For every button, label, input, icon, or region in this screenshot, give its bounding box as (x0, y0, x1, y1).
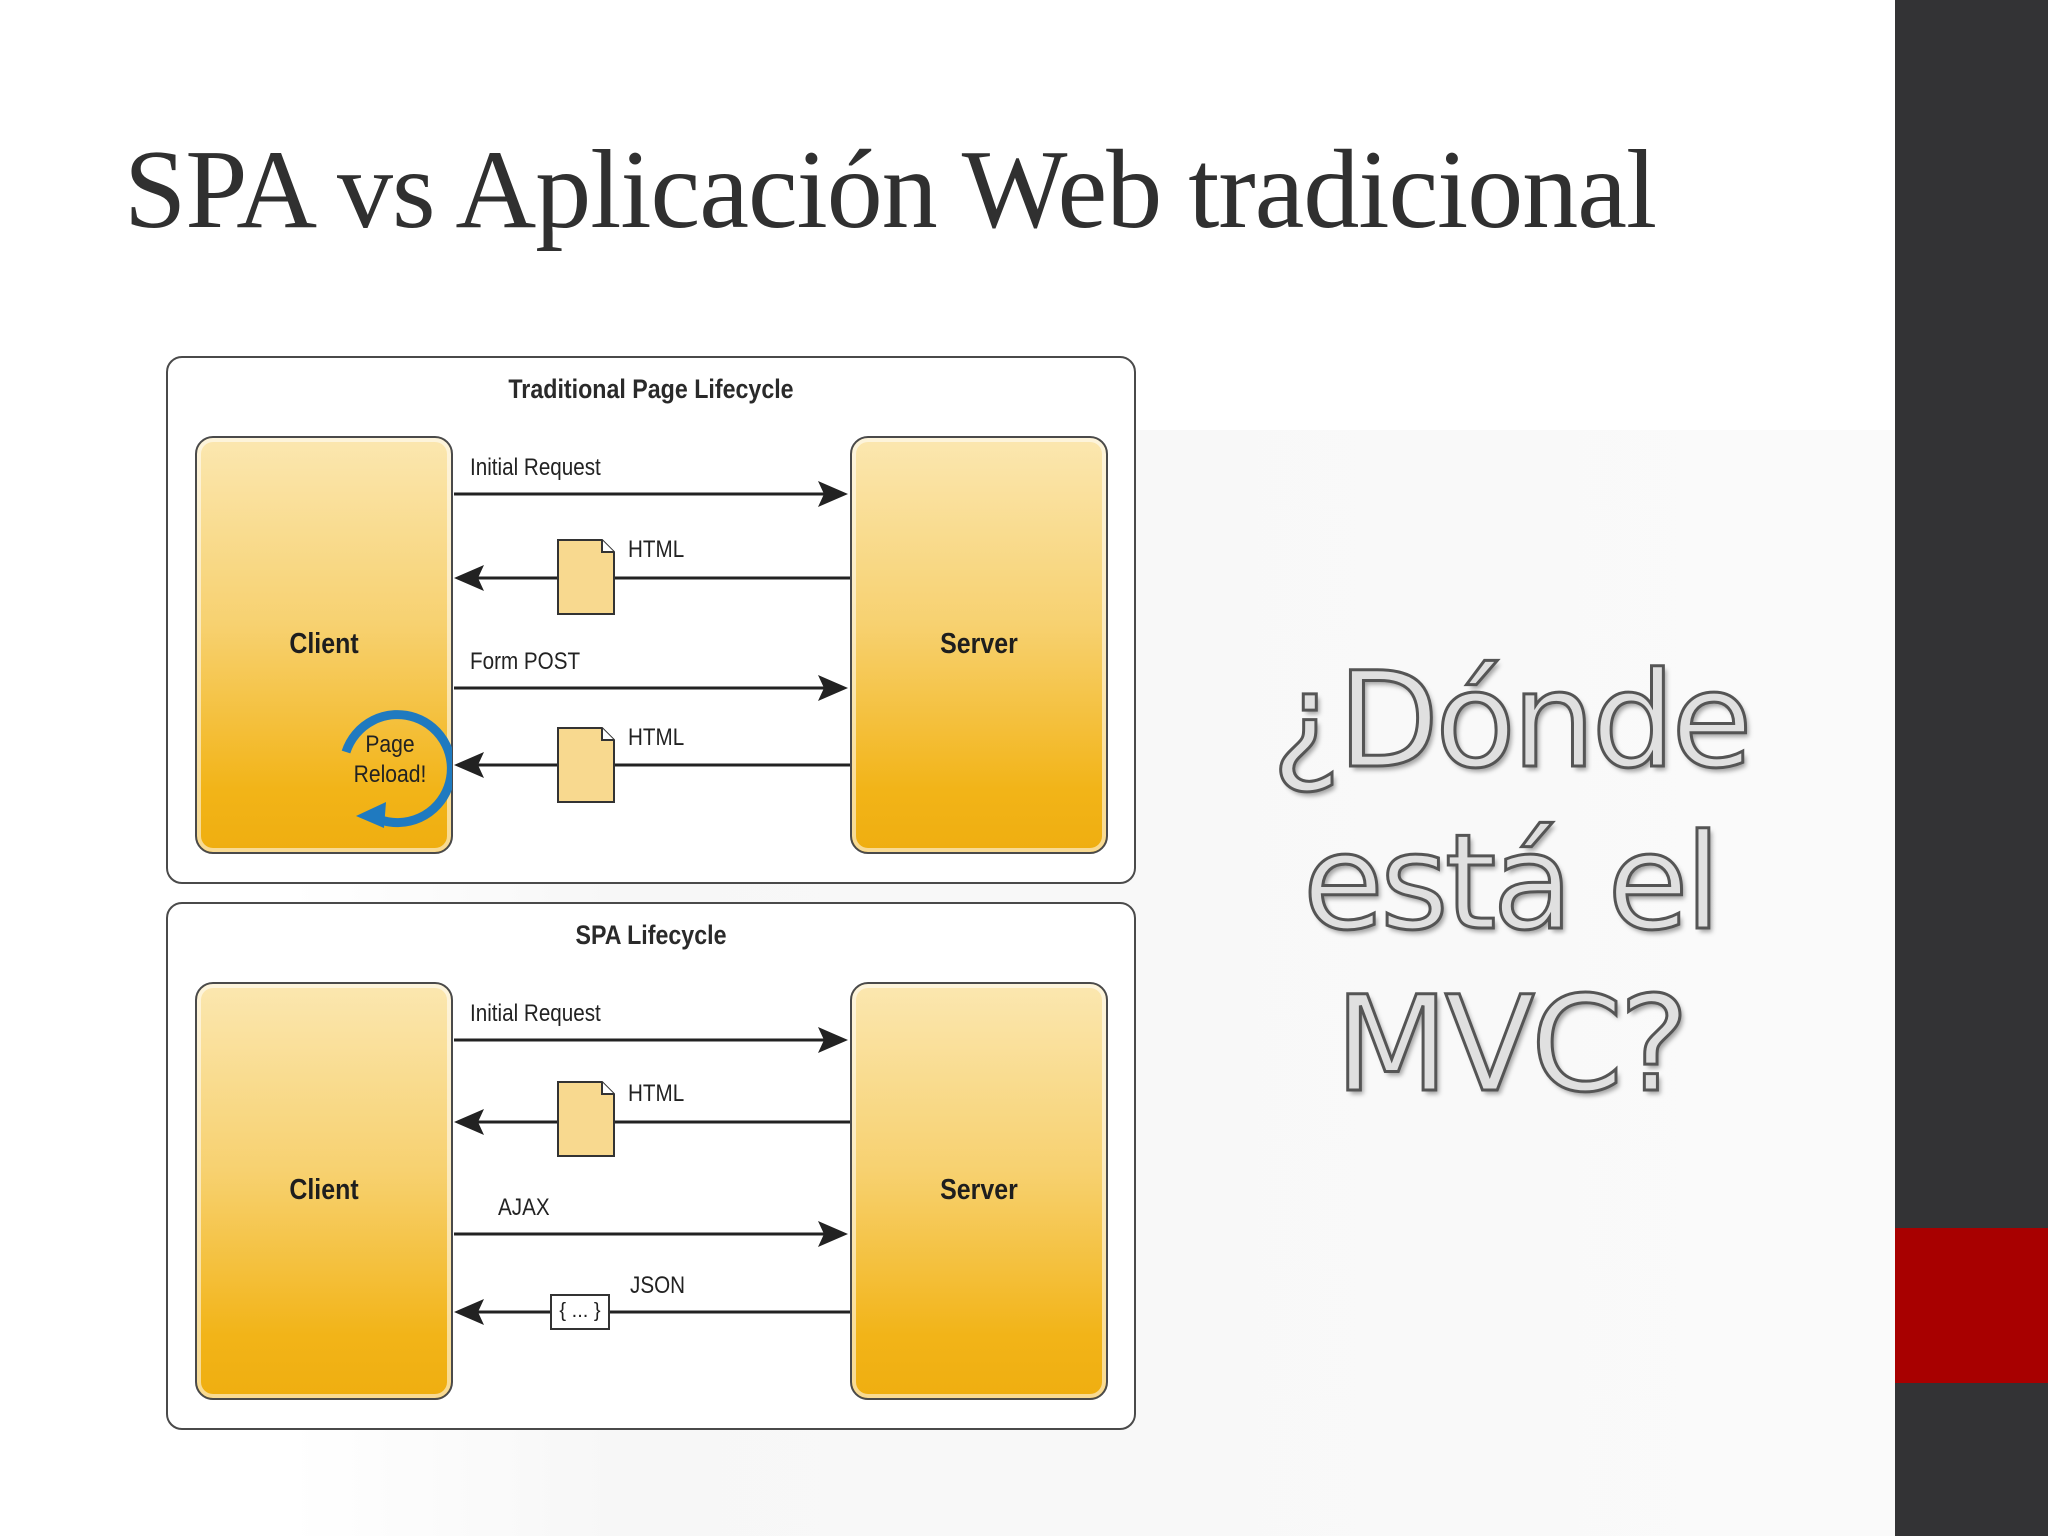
page-reload-text: Page Reload! (335, 730, 444, 790)
arrow-json-response (454, 1299, 850, 1325)
arrow-form-post (454, 675, 848, 701)
slide-title: SPA vs Aplicación Web tradicional (124, 128, 1657, 252)
label-html-1: HTML (628, 536, 685, 563)
json-data-icon: { ... } (550, 1294, 610, 1330)
page-reload-icon (341, 710, 452, 828)
arrow-html-response-1 (454, 565, 850, 591)
server-label: Server (940, 1174, 1018, 1206)
client-label: Client (289, 628, 359, 660)
label-ajax: AJAX (498, 1194, 550, 1221)
reload-line-2: Reload! (353, 761, 427, 788)
arrow-html-response (454, 1109, 850, 1135)
lifecycle-diagram: Traditional Page Lifecycle Client Server (164, 356, 1139, 1436)
spa-lifecycle-panel: SPA Lifecycle Client Server (166, 902, 1136, 1430)
traditional-panel-title: Traditional Page Lifecycle (508, 374, 794, 404)
client-box: Client (195, 982, 453, 1400)
arrow-html-response-2 (454, 752, 850, 778)
label-initial-request: Initial Request (470, 454, 601, 481)
server-label: Server (940, 628, 1018, 660)
server-box: Server (850, 982, 1108, 1400)
html-document-icon (557, 727, 615, 803)
label-json: JSON (630, 1272, 686, 1299)
label-form-post: Form POST (470, 648, 581, 675)
traditional-arrows (454, 481, 850, 778)
question-line-1: ¿Dónde (1270, 643, 1754, 800)
reload-line-1: Page (365, 731, 415, 758)
arrow-ajax (454, 1221, 848, 1247)
question-line-3: MVC? (1333, 967, 1690, 1124)
question-line-2: está el (1301, 805, 1722, 962)
html-document-icon (557, 539, 615, 615)
label-html: HTML (628, 1080, 685, 1107)
html-document-icon (557, 1081, 615, 1157)
label-html-2: HTML (628, 724, 685, 751)
arrow-initial-request (454, 1027, 848, 1053)
client-label: Client (289, 1174, 359, 1206)
sidebar-accent (1895, 1228, 2048, 1383)
arrow-initial-request (454, 481, 848, 507)
spa-arrows (454, 1027, 850, 1325)
label-initial-request: Initial Request (470, 1000, 601, 1027)
spa-panel-title: SPA Lifecycle (575, 920, 727, 950)
server-box: Server (850, 436, 1108, 854)
traditional-lifecycle-panel: Traditional Page Lifecycle Client Server (166, 356, 1136, 884)
client-box: Client (195, 436, 453, 854)
question-text: ¿Dónde está el MVC? (1180, 640, 1840, 1126)
